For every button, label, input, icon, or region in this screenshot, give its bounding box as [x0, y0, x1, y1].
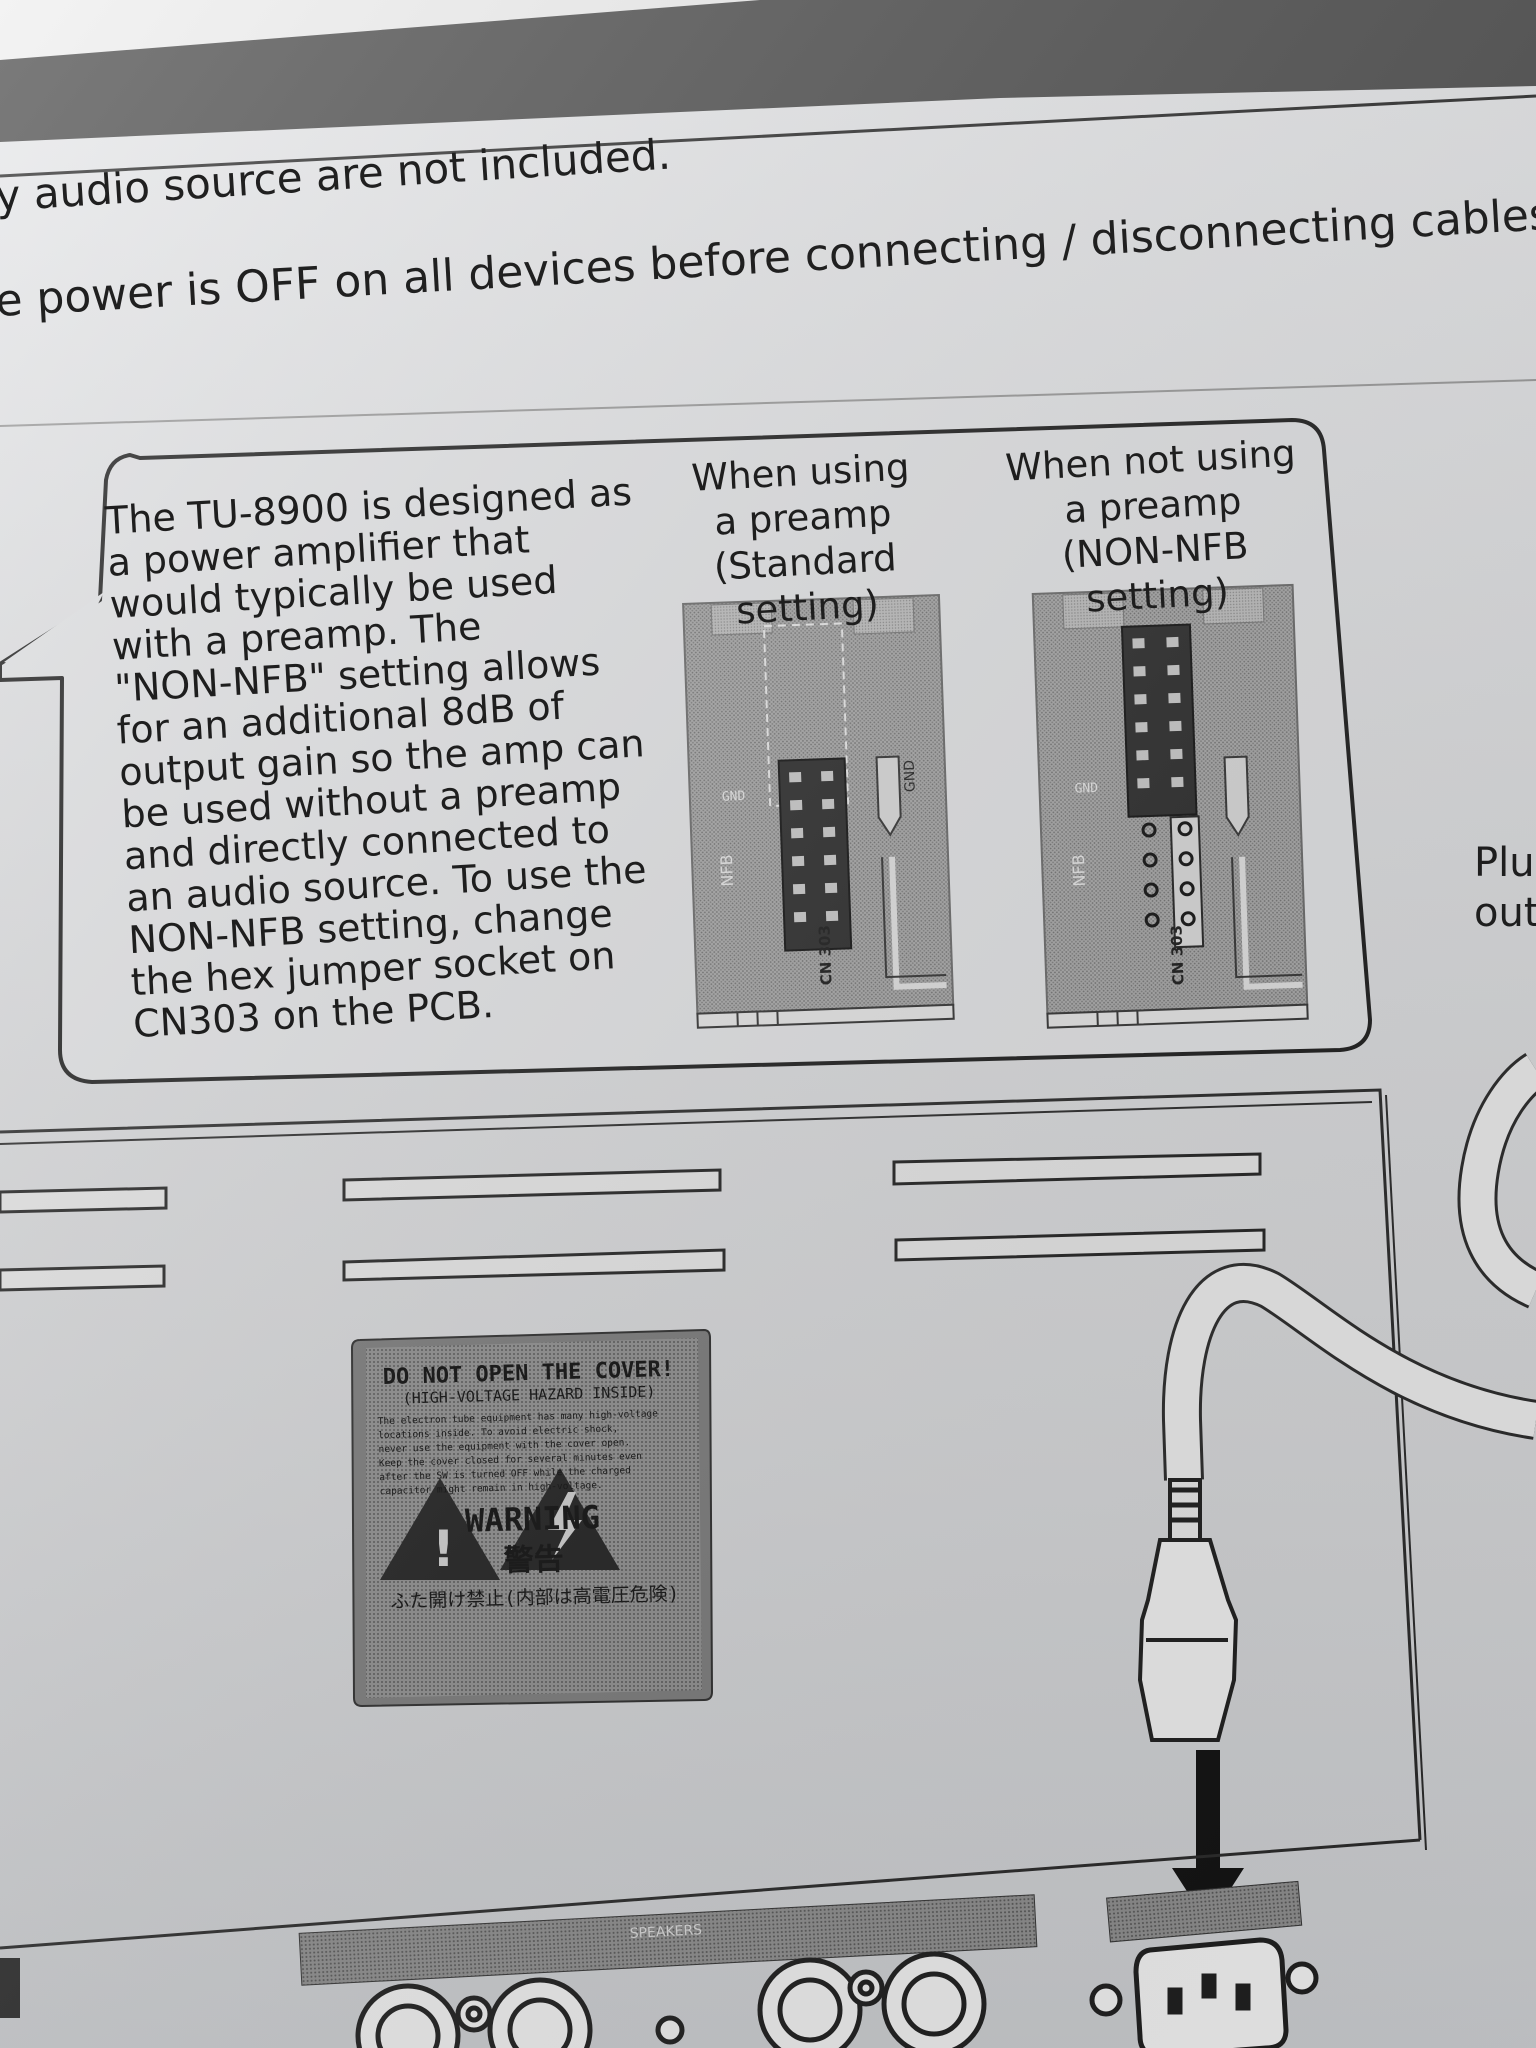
- warning-label: !: [350, 1328, 714, 1708]
- power-plug: [1137, 1478, 1239, 1742]
- pcb-cn-label: CN 303: [815, 925, 835, 986]
- pcb-non-nfb: GND NFB CN 303: [1031, 583, 1309, 1029]
- pcb-gnd-arrow-label: GND: [902, 760, 919, 793]
- amp-side-edge: [1385, 1094, 1427, 1851]
- warning-exclaim: !: [432, 1520, 455, 1578]
- pcb2-gnd-label: GND: [1074, 781, 1098, 797]
- non-nfb-label-line: (NON-NFB setting): [1060, 524, 1250, 621]
- standard-label-line: (Standard setting): [712, 536, 898, 633]
- left-edge-block: [0, 1958, 20, 2018]
- right-text-line: out: [1474, 890, 1536, 936]
- standard-setting-label: When using a preamp (Standard setting): [640, 442, 969, 639]
- right-text-line: Plu: [1474, 840, 1535, 886]
- non-nfb-setting-label: When not using a preamp (NON-NFB setting…: [980, 429, 1329, 627]
- pcb-gnd-label: GND: [722, 789, 746, 805]
- power-cable: [1161, 1053, 1536, 1481]
- ac-inlet: [1089, 1937, 1319, 2048]
- pcb-standard: GND GND NFB CN 303: [682, 593, 955, 1029]
- pcb2-cn-label: CN 303: [1167, 925, 1187, 986]
- right-edge-text: Plu out: [1474, 838, 1536, 938]
- pcb-nfb-label: NFB: [717, 854, 737, 887]
- power-label-plate: [1106, 1880, 1303, 1943]
- vent-slots: [0, 1152, 1266, 1292]
- callout-text: The TU-8900 is designed as a power ampli…: [104, 469, 694, 1047]
- section-divider: [0, 379, 1536, 427]
- amp-top-edge-inner: [0, 1101, 1373, 1145]
- pcb2-nfb-label: NFB: [1069, 854, 1089, 887]
